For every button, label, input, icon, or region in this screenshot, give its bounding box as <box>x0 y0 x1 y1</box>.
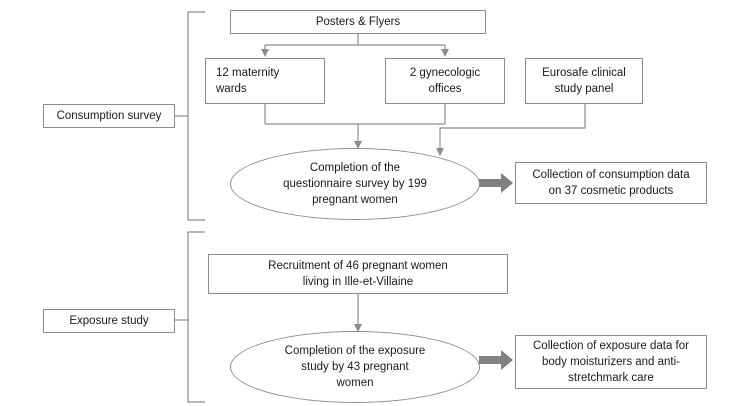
collection-exposure-box: Collection of exposure data for body moi… <box>515 335 707 389</box>
connector-eurosafe <box>436 104 586 156</box>
gynecologic-offices-box: 2 gynecologic offices <box>385 58 505 104</box>
posters-flyers-box: Posters & Flyers <box>230 10 486 34</box>
exposure-bracket <box>187 231 205 403</box>
block-arrow-consumption <box>479 173 513 193</box>
consumption-bracket <box>187 11 205 221</box>
block-arrow-exposure <box>479 350 513 370</box>
eurosafe-panel-box: Eurosafe clinical study panel <box>525 58 643 104</box>
consumption-survey-label: Consumption survey <box>43 104 175 128</box>
collection-consumption-box: Collection of consumption data on 37 cos… <box>515 162 707 204</box>
maternity-wards-box: 12 maternity wards <box>205 58 325 104</box>
completion-survey-ellipse: Completion of the questionnaire survey b… <box>230 148 480 220</box>
recruitment-box: Recruitment of 46 pregnant women living … <box>208 254 508 294</box>
completion-exposure-ellipse: Completion of the exposure study by 43 p… <box>230 331 480 403</box>
exposure-study-label: Exposure study <box>43 309 175 333</box>
